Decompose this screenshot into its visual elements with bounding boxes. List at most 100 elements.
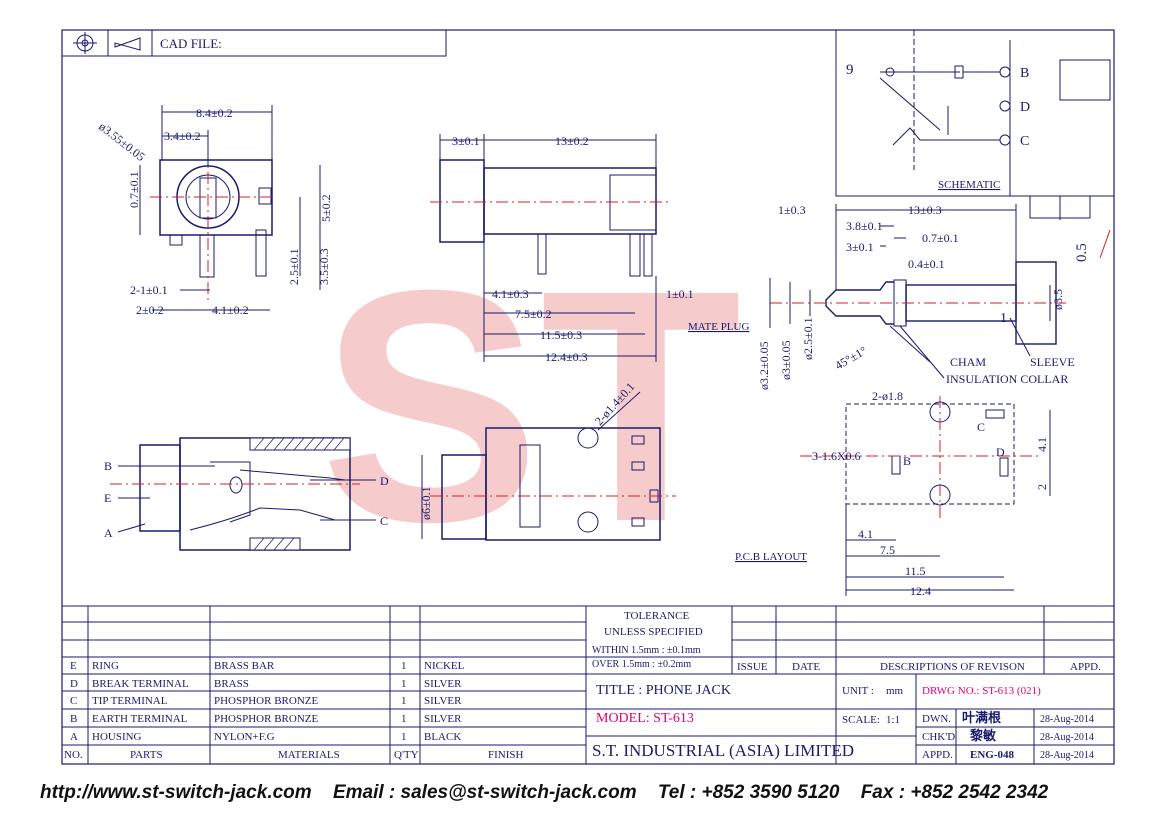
svg-text:NYLON+F.G: NYLON+F.G [214, 731, 275, 743]
drawing-sheet: ST CAD FILE: 9 B D C SCHEM [61, 29, 1115, 765]
footer-email[interactable]: Email : sales@st-switch-jack.com [332, 782, 637, 803]
dim-front-offset: 3.4±0.2 [164, 129, 201, 143]
cad-header: CAD FILE: [61, 29, 447, 57]
chkd-name: 黎敏 [970, 728, 997, 743]
svg-text:1: 1 [401, 695, 407, 707]
dim-pcb-h1: 4.1 [858, 527, 873, 541]
svg-text:A: A [70, 731, 78, 743]
title-block: TITLE : PHONE JACK MODEL: ST-613 S.T. IN… [586, 674, 1114, 764]
watermark-text: ST [320, 221, 742, 590]
dim-plug-dia2: ø3±0.05 [779, 340, 793, 380]
dim-plug-collar: 0.4±0.1 [908, 257, 945, 271]
svg-text:E: E [70, 660, 77, 672]
scale-value: 1:1 [886, 714, 900, 726]
pin-label-c: C [380, 514, 388, 528]
dwn-date: 28-Aug-2014 [1040, 714, 1094, 725]
dim-side-flange: 3±0.1 [452, 134, 480, 148]
tolerance-block: TOLERANCE UNLESS SPECIFIED WITHIN 1.5mm … [592, 606, 1114, 674]
dim-plug-angle: 45°±1° [833, 343, 870, 372]
dim-plug-sleeve-mark: 1 [1000, 311, 1007, 326]
svg-text:PHOSPHOR BRONZE: PHOSPHOR BRONZE [214, 695, 318, 707]
tolerance-subtitle: UNLESS SPECIFIED [604, 626, 703, 638]
revision-descriptions: DESCRIPTIONS OF REVISON [880, 661, 1025, 673]
dim-plug-length: 13±0.3 [908, 203, 942, 217]
revision-appd: APPD. [1070, 661, 1101, 673]
unit-label: UNIT : [842, 685, 874, 697]
dim-pcb-holes: 2-ø1.8 [872, 389, 903, 403]
label-cham: CHAM [950, 355, 986, 369]
footer-website[interactable]: http://www.st-switch-jack.com [40, 782, 312, 803]
schematic-pin-d: D [1020, 100, 1030, 115]
company-name: S.T. INDUSTRIAL (ASIA) LIMITED [592, 741, 854, 760]
dim-side-pin3: 11.5±0.3 [540, 328, 582, 342]
svg-text:HOUSING: HOUSING [92, 731, 142, 743]
revision-issue: ISSUE [737, 661, 768, 673]
dim-pcb-h2: 7.5 [880, 543, 895, 557]
dim-side-total: 12.4±0.3 [545, 350, 588, 364]
svg-text:SILVER: SILVER [424, 713, 462, 725]
svg-text:BRASS BAR: BRASS BAR [214, 660, 275, 672]
dim-front-pin-gap: 2±0.2 [136, 303, 164, 317]
dim-front-pin-width: 2-1±0.1 [130, 283, 168, 297]
tolerance-over: OVER 1.5mm : ±0.2mm [592, 659, 691, 670]
title-text: TITLE : PHONE JACK [596, 683, 731, 698]
projection-circle-icon [73, 32, 97, 54]
table-header-qty: Q'TY [394, 749, 419, 761]
parts-table: NO. PARTS MATERIALS Q'TY FINISH E RING B… [62, 605, 1114, 764]
label-sleeve: SLEEVE [1030, 355, 1075, 369]
table-header-finish: FINISH [488, 749, 524, 761]
label-insulation-collar: INSULATION COLLAR [946, 372, 1068, 386]
dim-pcb-slots: 3-1.6X0.6 [812, 449, 861, 463]
svg-text:BLACK: BLACK [424, 731, 461, 743]
svg-text:SILVER: SILVER [424, 678, 462, 690]
table-row: D BREAK TERMINAL BRASS 1 SILVER [70, 678, 462, 690]
dim-bottom-diameter: ø6±0.1 [419, 486, 433, 520]
dim-plug-dia1: ø3.2±0.05 [757, 341, 771, 390]
svg-text:1: 1 [401, 660, 407, 672]
svg-text:PHOSPHOR BRONZE: PHOSPHOR BRONZE [214, 713, 318, 725]
schematic-pin-b: B [1020, 66, 1029, 81]
dim-plug-tip-length: 3.8±0.1 [846, 219, 883, 233]
pin-label-d: D [380, 474, 389, 488]
table-header-no: NO. [64, 749, 83, 761]
dim-pcb-h3: 11.5 [905, 564, 926, 578]
dim-side-pin1: 4.1±0.3 [492, 287, 529, 301]
table-row: E RING BRASS BAR 1 NICKEL [70, 660, 465, 672]
svg-text:RING: RING [92, 660, 119, 672]
svg-text:1: 1 [401, 713, 407, 725]
schematic-title: SCHEMATIC [938, 179, 1000, 191]
svg-text:1: 1 [401, 731, 407, 743]
pcb-label-d: D [996, 445, 1005, 459]
cad-file-label: CAD FILE: [160, 36, 222, 51]
unit-value: mm [886, 685, 904, 697]
sheet-frame [61, 29, 1115, 765]
svg-text:D: D [70, 678, 78, 690]
watermark: ST [320, 221, 742, 590]
dim-pcb-vertical2: 2 [1035, 484, 1049, 490]
pin-label-b: B [104, 459, 112, 473]
pin-label-e: E [104, 491, 111, 505]
pcb-label-b: B [903, 454, 911, 468]
dim-front-pin-pitch: 4.1±0.2 [212, 303, 249, 317]
dim-plug-insulation: 0.7±0.1 [922, 231, 959, 245]
label-mate-plug: MATE PLUG [688, 321, 749, 333]
svg-text:EARTH TERMINAL: EARTH TERMINAL [92, 713, 188, 725]
pcb-label-c: C [977, 420, 985, 434]
dim-plug-dia3: ø2.5±0.1 [801, 317, 815, 360]
svg-text:NICKEL: NICKEL [424, 660, 465, 672]
dim-plug-ring: 3±0.1 [846, 240, 874, 254]
mate-plug: MATE PLUG 1±0.3 13±0.3 3.8±0.1 3±0.1 0.7… [688, 203, 1075, 390]
tolerance-title: TOLERANCE [624, 610, 689, 622]
dim-front-pin-length: 2.5±0.1 [287, 248, 301, 285]
schematic-pin-number: 9 [846, 62, 854, 78]
footer-tel: Tel : +852 3590 5120 [657, 782, 840, 803]
schematic-box: 9 B D C SCHEMATIC [835, 29, 1115, 197]
scale-label: SCALE: [842, 714, 880, 726]
dim-front-height-small: 0.7±0.1 [127, 171, 141, 208]
right-edge-dimension: 0.5 [1074, 243, 1090, 262]
revision-date: DATE [792, 661, 820, 673]
appd-name: ENG-048 [970, 749, 1015, 761]
side-view: 3±0.1 13±0.2 4.1±0.3 7.5±0.2 1±0.1 11.5±… [430, 134, 694, 364]
projection-cone-icon [114, 37, 141, 51]
front-view: 8.4±0.2 3.4±0.2 ø3.55±0.05 0.7±0.1 5±0.2… [96, 105, 333, 317]
